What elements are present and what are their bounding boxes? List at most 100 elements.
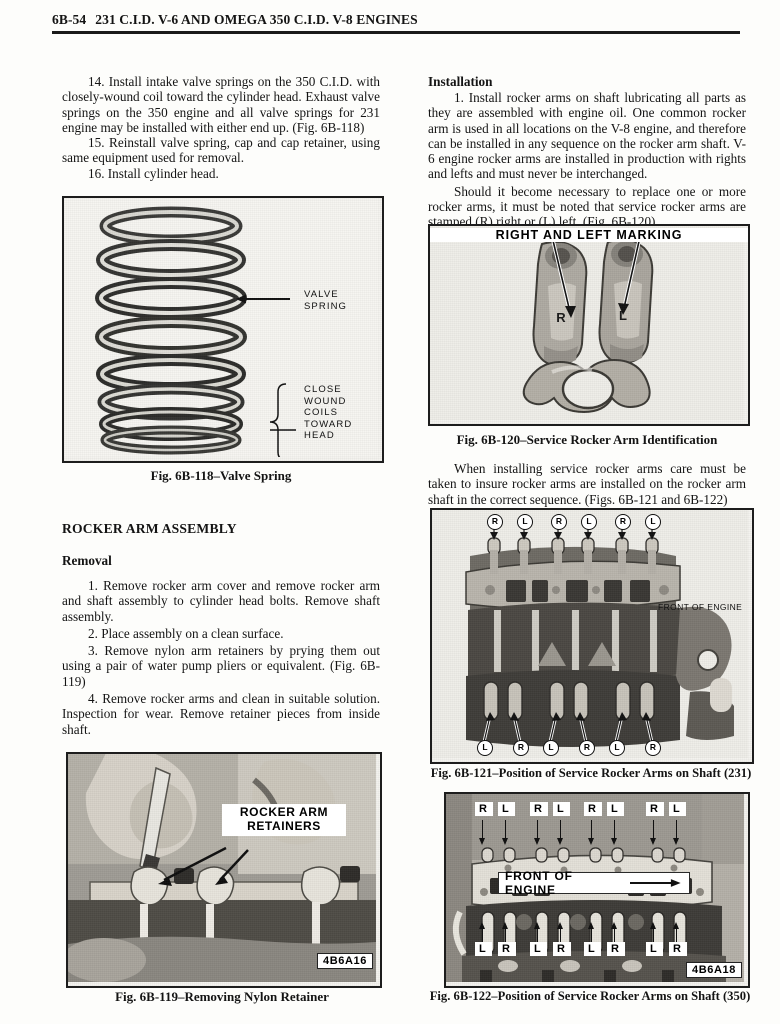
figure-6b-118-caption: Fig. 6B-118–Valve Spring <box>150 468 292 483</box>
rl-chip-bottom-7: L <box>646 942 663 956</box>
page-header: 6B-54 231 C.I.D. V-6 AND OMEGA 350 C.I.D.… <box>52 12 742 28</box>
figure-6b-119: ROCKER ARM RETAINERS 4B6A16 <box>66 752 382 988</box>
arrow-up-1 <box>479 922 485 929</box>
rl-chip-bottom-3: L <box>530 942 547 956</box>
paragraph-removal-3: 3. Remove nylon arm retainers by prying … <box>62 643 380 689</box>
arrow-up-5 <box>588 922 594 929</box>
close-wound-coils-label: CLOSE WOUND COILS TOWARD HEAD <box>304 384 353 441</box>
arrow-stem-top-2 <box>505 820 507 840</box>
arrow-stem-bot-4 <box>560 929 562 943</box>
rl-chip-top-1: R <box>475 802 493 816</box>
rl-marker-top-1: R <box>487 514 503 530</box>
header-line: 6B-54 231 C.I.D. V-6 AND OMEGA 350 C.I.D.… <box>52 12 742 28</box>
header-divider <box>52 31 740 34</box>
paragraph-install-2: Should it become necessary to replace on… <box>428 183 746 230</box>
arrow-down-2 <box>502 838 508 845</box>
arrow-stem-bot-5 <box>591 929 593 943</box>
svg-text:L: L <box>619 308 627 323</box>
front-of-engine-label-122: FRONT OF ENGINE <box>505 869 573 897</box>
figure-6b-119-caption: Fig. 6B-119–Removing Nylon Retainer <box>115 989 329 1004</box>
paragraph-removal-1: 1. Remove rocker arm cover and remove ro… <box>62 578 380 624</box>
figure-6b-121-caption: Fig. 6B-121–Position of Service Rocker A… <box>430 766 752 780</box>
front-of-engine-banner-122: FRONT OF ENGINE <box>498 869 690 897</box>
paragraph-step-14: 14. Install intake valve springs on the … <box>62 74 380 135</box>
v6-engine-photo <box>432 510 752 762</box>
arrow-up-2 <box>502 922 508 929</box>
svg-text:R: R <box>556 310 566 325</box>
rocker-arm-identification-illustration: R L <box>430 226 744 420</box>
arrow-down-6 <box>611 838 617 845</box>
rl-chip-top-5: R <box>584 802 602 816</box>
right-column-continued: When installing service rocker arms care… <box>428 461 746 507</box>
rl-chip-bottom-8: R <box>669 942 687 956</box>
rocker-arm-identification-photo: R L <box>430 226 748 424</box>
rl-marker-bottom-3: L <box>543 740 559 756</box>
figure-6b-120-caption: Fig. 6B-120–Service Rocker Arm Identific… <box>456 432 718 447</box>
rl-chip-top-3: R <box>530 802 548 816</box>
photo-id-4b6a18: 4B6A18 <box>686 962 742 978</box>
paragraph-step-16: 16. Install cylinder head. <box>88 165 219 181</box>
right-and-left-marking-label: RIGHT AND LEFT MARKING <box>430 228 748 243</box>
rl-marker-top-5: R <box>615 514 631 530</box>
nylon-retainer-illustration <box>68 754 376 982</box>
rl-marker-top-2: L <box>517 514 533 530</box>
arrow-stem-top-1 <box>482 820 484 840</box>
subheading-installation: Installation <box>428 74 493 89</box>
arrow-stem-bot-7 <box>653 929 655 943</box>
nylon-retainer-photo <box>68 754 380 986</box>
rl-marker-top-6: L <box>645 514 661 530</box>
rl-marker-top-3: R <box>551 514 567 530</box>
page-folio: 6B-54 <box>52 12 87 27</box>
rl-marker-bottom-1: L <box>477 740 493 756</box>
paragraph-install-1: 1. Install rocker arms on shaft lubricat… <box>428 90 746 182</box>
arrow-stem-top-4 <box>560 820 562 840</box>
rl-chip-bottom-1: L <box>475 942 492 956</box>
rl-chip-top-2: L <box>498 802 515 816</box>
rocker-arm-retainers-label: ROCKER ARM RETAINERS <box>222 804 346 836</box>
subheading-removal: Removal <box>62 553 112 568</box>
front-of-engine-label-121: FRONT OF ENGINE <box>658 602 743 612</box>
left-column: 14. Install intake valve springs on the … <box>62 74 380 181</box>
figure-6b-122: R L R L R L R L FRONT OF ENGINE <box>444 792 750 988</box>
arrow-down-3 <box>534 838 540 845</box>
rl-marker-bottom-6: R <box>645 740 661 756</box>
v6-engine-illustration <box>432 510 748 758</box>
rl-marker-bottom-2: R <box>513 740 529 756</box>
rl-marker-bottom-4: R <box>579 740 595 756</box>
arrow-stem-top-6 <box>614 820 616 840</box>
paragraph-install-3: When installing service rocker arms care… <box>428 461 746 507</box>
valve-spring-illustration <box>64 198 378 461</box>
figure-6b-118: VALVE SPRING CLOSE WOUND COILS TOWARD HE… <box>62 196 384 463</box>
arrow-up-4 <box>557 922 563 929</box>
arrow-stem-bot-1 <box>482 929 484 943</box>
right-column: Installation 1. Install rocker arms on s… <box>428 74 746 230</box>
rl-chip-bottom-4: R <box>553 942 571 956</box>
rl-chip-top-4: L <box>553 802 570 816</box>
rl-chip-top-7: R <box>646 802 664 816</box>
rl-chip-bottom-5: L <box>584 942 601 956</box>
rl-marker-bottom-5: L <box>609 740 625 756</box>
arrow-down-5 <box>588 838 594 845</box>
photo-id-4b6a16: 4B6A16 <box>317 953 373 969</box>
rl-chip-bottom-2: R <box>498 942 516 956</box>
arrow-stem-top-8 <box>676 820 678 840</box>
arrow-stem-top-7 <box>653 820 655 840</box>
arrow-stem-top-3 <box>537 820 539 840</box>
section-heading-rocker-arm-assembly: ROCKER ARM ASSEMBLY <box>62 521 237 536</box>
rl-marker-top-4: L <box>581 514 597 530</box>
arrow-down-8 <box>673 838 679 845</box>
figure-6b-122-caption: Fig. 6B-122–Position of Service Rocker A… <box>429 989 751 1003</box>
arrow-down-7 <box>650 838 656 845</box>
arrow-down-4 <box>557 838 563 845</box>
arrow-stem-top-5 <box>591 820 593 840</box>
valve-spring-label: VALVE SPRING <box>304 289 348 312</box>
rl-chip-bottom-6: R <box>607 942 625 956</box>
page-title: 231 C.I.D. V-6 AND OMEGA 350 C.I.D. V-8 … <box>95 12 418 27</box>
paragraph-removal-4: 4. Remove rocker arms and clean in suita… <box>62 691 380 737</box>
arrow-up-8 <box>673 922 679 929</box>
arrow-stem-bot-3 <box>537 929 539 943</box>
arrow-up-3 <box>534 922 540 929</box>
removal-steps: 1. Remove rocker arm cover and remove ro… <box>62 578 380 737</box>
rl-chip-top-8: L <box>669 802 686 816</box>
rl-chip-top-6: L <box>607 802 624 816</box>
